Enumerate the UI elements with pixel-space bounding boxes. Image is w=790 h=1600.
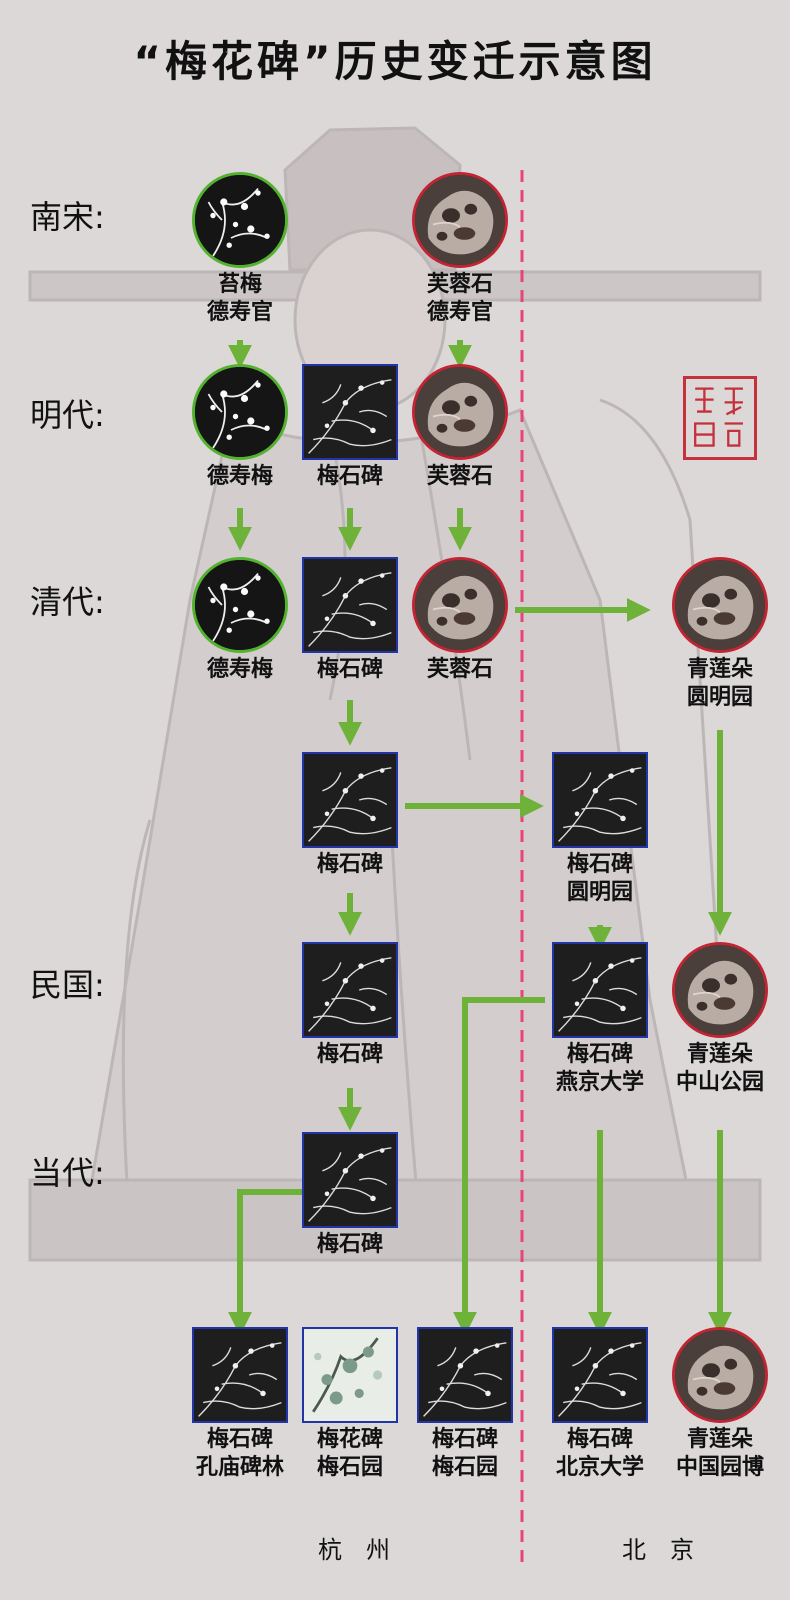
node-label: 青莲朵圆明园 [650,655,790,711]
node-label: 苔梅德寿官 [170,270,310,326]
node-label: 青莲朵中山公园 [650,1040,790,1096]
node-label: 梅石碑 [280,1040,420,1068]
node-label-line1: 梅石碑 [566,851,633,877]
node-label-line1: 梅石碑 [566,1041,633,1067]
node-label-line1: 梅石碑 [431,1426,498,1452]
node-label: 梅石碑圆明园 [530,850,670,906]
location-label-beijing: 北 京 [622,1536,694,1564]
node-label-line1: 梅石碑 [316,1231,383,1257]
stele-rubbing-image [192,1327,288,1423]
stele-rubbing-image [302,752,398,848]
era-label-contemporary: 当代: [30,1154,105,1192]
node-label-line2: 燕京大学 [555,1069,644,1095]
plum-tree-image [192,364,288,460]
node-label: 梅石碑 [280,1230,420,1258]
plum-tree-image [192,172,288,268]
stele-rubbing-image [417,1327,513,1423]
node-label: 梅石碑北京大学 [530,1425,670,1481]
node-label-line2: 德寿官 [426,299,493,325]
node-label: 梅石碑 [280,850,420,878]
node-label: 德寿梅 [170,462,310,490]
node-label-line2: 孔庙碑林 [195,1454,284,1480]
node-label-line1: 梅石碑 [206,1426,273,1452]
node-label-line1: 青莲朵 [686,1426,753,1452]
red-seal-stamp [683,376,757,460]
node-label: 梅石碑燕京大学 [530,1040,670,1096]
node-label-line1: 梅石碑 [566,1426,633,1452]
node-label: 梅石碑 [280,462,420,490]
node-label: 梅石碑梅石园 [395,1425,535,1481]
node-label-line2: 梅石园 [316,1454,383,1480]
era-label-qing: 清代: [30,583,105,621]
furong-rock-image [672,1327,768,1423]
stele-rubbing-image [302,557,398,653]
era-label-republic: 民国: [30,966,105,1004]
node-label-line1: 梅花碑 [316,1426,383,1452]
node-label-line1: 梅石碑 [316,1041,383,1067]
node-label-line2: 中山公园 [675,1069,764,1095]
node-label: 芙蓉石德寿官 [390,270,530,326]
node-label-line1: 苔梅 [217,271,262,297]
node-label-line1: 芙蓉石 [426,463,493,489]
node-label: 梅花碑梅石园 [280,1425,420,1481]
stele-rubbing-image [552,752,648,848]
furong-rock-image [412,364,508,460]
page-title: “梅花碑”历史变迁示意图 [133,37,657,86]
furong-rock-image [672,942,768,1038]
node-label: 德寿梅 [170,655,310,683]
node-label-line2: 圆明园 [686,684,753,710]
stele-rubbing-image [552,1327,648,1423]
furong-rock-image [412,172,508,268]
node-label-line1: 德寿梅 [206,463,273,489]
node-label-line2: 梅石园 [431,1454,498,1480]
plum-painting-image [302,1327,398,1423]
node-label-line1: 梅石碑 [316,851,383,877]
node-label-line1: 芙蓉石 [426,271,493,297]
node-label: 青莲朵中国园博 [650,1425,790,1481]
era-label-song: 南宋: [30,198,105,236]
node-label: 芙蓉石 [390,462,530,490]
node-label-line2: 北京大学 [555,1454,644,1480]
node-label: 芙蓉石 [390,655,530,683]
stele-rubbing-image [302,942,398,1038]
furong-rock-image [412,557,508,653]
stele-rubbing-image [302,364,398,460]
node-label-line2: 德寿官 [206,299,273,325]
node-label-line2: 中国园博 [675,1454,764,1480]
node-label-line1: 芙蓉石 [426,656,493,682]
node-label-line1: 青莲朵 [686,656,753,682]
node-label-line1: 德寿梅 [206,656,273,682]
node-label-line1: 青莲朵 [686,1041,753,1067]
node-label-line2: 圆明园 [566,879,633,905]
furong-rock-image [672,557,768,653]
node-label-line1: 梅石碑 [316,463,383,489]
node-label-line1: 梅石碑 [316,656,383,682]
plum-tree-image [192,557,288,653]
node-label: 梅石碑孔庙碑林 [170,1425,310,1481]
stele-rubbing-image [302,1132,398,1228]
stele-rubbing-image [552,942,648,1038]
location-label-hangzhou: 杭 州 [318,1536,390,1564]
node-label: 梅石碑 [280,655,420,683]
era-label-ming: 明代: [30,396,105,434]
